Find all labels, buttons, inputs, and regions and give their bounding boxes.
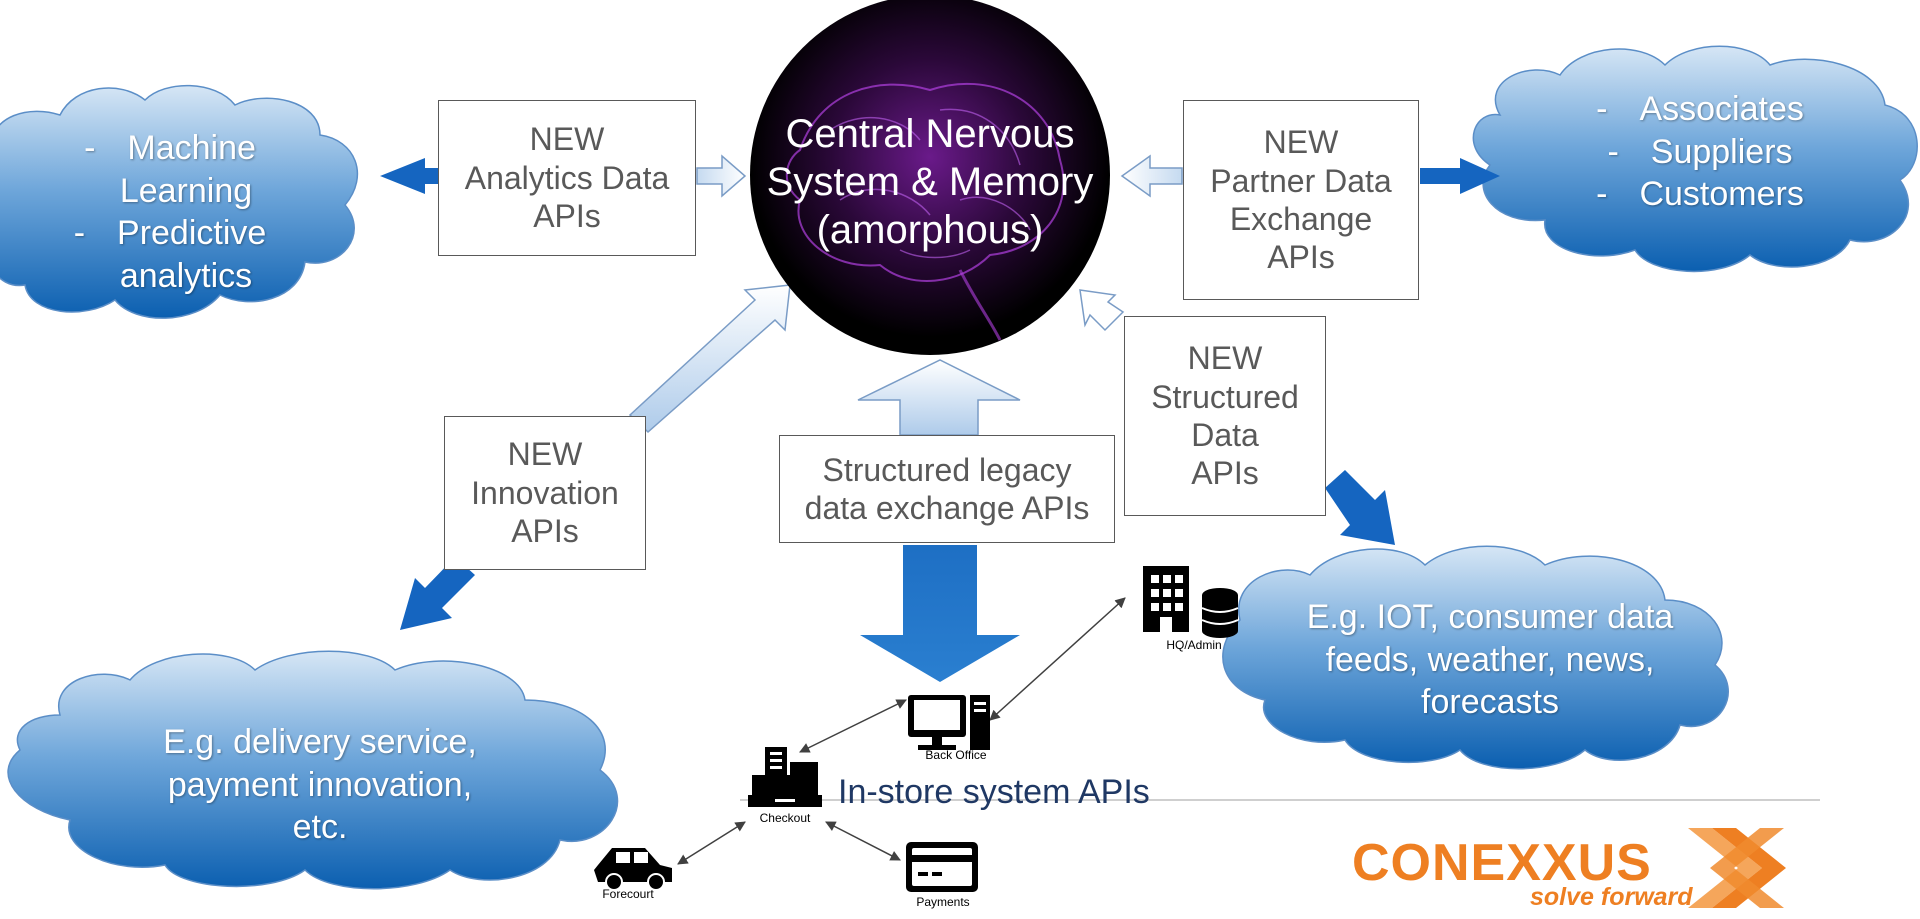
brain-line-1: Central Nervous (785, 112, 1075, 156)
forecourt-label: Forecourt (602, 887, 654, 901)
analytics-line-2: Analytics Data (464, 159, 670, 196)
cash-register-icon (748, 747, 822, 807)
credit-card-icon (906, 842, 978, 892)
partners-text-3: Customers (1639, 175, 1804, 214)
analytics-api-box: NEW Analytics Data APIs (438, 100, 696, 256)
payments-label: Payments (916, 895, 970, 909)
ml-item-1: -Machine (84, 127, 256, 170)
ml-item-2: Learning (88, 170, 252, 213)
structured-line-3: Data (1191, 417, 1259, 453)
cloud-iot-text: E.g. IOT, consumer data feeds, weather, … (1290, 580, 1690, 740)
ml-text-4: analytics (119, 256, 253, 295)
ml-item-4: analytics (88, 255, 252, 298)
partners-text-1: Associates (1639, 90, 1804, 129)
cloud-ml-text: -Machine Learning -Predictive analytics (20, 112, 320, 312)
arrow-innovation-to-brain (628, 284, 791, 434)
cloud-delivery-text: E.g. delivery service, payment innovatio… (110, 705, 530, 865)
innovation-line-2: Innovation (471, 474, 619, 511)
building-database-icon (1143, 566, 1239, 638)
arrow-structured-to-brain (1079, 289, 1125, 332)
analytics-line-1: NEW (529, 121, 605, 158)
ml-dash-3: - (73, 214, 86, 252)
delivery-line-1: E.g. delivery service, (163, 723, 477, 762)
partners-item-2: -Suppliers (1607, 131, 1792, 174)
conexxus-tagline: solve forward (1530, 883, 1693, 911)
innovation-api-box: NEW Innovation APIs (444, 416, 646, 570)
cloud-iot (1222, 545, 1729, 770)
partners-dash-2: - (1607, 132, 1619, 171)
partner-line-2: Partner Data (1210, 162, 1392, 199)
structured-line-1: NEW (1187, 340, 1263, 377)
conexxus-logo-mark (1688, 828, 1786, 908)
brain-circle (750, 0, 1110, 355)
ml-text-2: Learning (119, 171, 253, 210)
analytics-line-3: APIs (533, 198, 601, 235)
partners-item-3: -Customers (1596, 173, 1804, 216)
innovation-line-3: APIs (511, 513, 579, 550)
arrow-analytics-to-brain (696, 154, 747, 198)
arrow-to-delivery (400, 557, 475, 630)
partner-line-1: NEW (1263, 124, 1339, 161)
arrow-to-partners (1420, 158, 1500, 194)
instore-apis-label: In-store system APIs (838, 773, 1150, 811)
innovation-line-1: NEW (507, 436, 583, 473)
legacy-line-1: Structured legacy (822, 451, 1072, 488)
iot-line-1: E.g. IOT, consumer data (1306, 598, 1674, 637)
arrow-to-ml (380, 158, 440, 194)
cloud-ml (0, 84, 359, 319)
partners-item-1: -Associates (1596, 88, 1804, 131)
partner-line-3: Exchange (1229, 201, 1373, 237)
brain-label: Central Nervous System & Memory (amorpho… (740, 110, 1120, 254)
checkout-label: Checkout (759, 811, 811, 825)
ml-text-3: Predictive (117, 214, 267, 252)
partners-dash-1: - (1596, 90, 1608, 129)
desktop-computer-icon (908, 695, 990, 750)
link-checkout-backoffice (799, 699, 907, 753)
legacy-line-2: data exchange APIs (804, 490, 1090, 526)
iot-line-2: feeds, weather, news, (1325, 640, 1655, 679)
ml-dash-1: - (84, 129, 96, 167)
legacy-api-box: Structured legacy data exchange APIs (779, 435, 1115, 543)
arrow-legacy-to-brain (857, 359, 1021, 436)
partner-api-box: NEW Partner Data Exchange APIs (1183, 100, 1419, 300)
link-backoffice-hq (989, 597, 1126, 721)
brain-line-3: (amorphous) (816, 208, 1044, 252)
hq-admin-label: HQ/Admin (1166, 638, 1222, 652)
partner-line-4: APIs (1267, 239, 1335, 276)
ml-item-3: -Predictive (74, 212, 267, 255)
partners-dash-3: - (1596, 175, 1608, 214)
cloud-partners-text: -Associates -Suppliers -Customers (1530, 72, 1870, 232)
conexxus-logo-text: CONEXXUS (1352, 834, 1652, 892)
cloud-delivery (7, 650, 619, 890)
link-checkout-payments (825, 821, 901, 861)
structured-line-2: Structured (1151, 378, 1299, 415)
link-checkout-forecourt (677, 821, 746, 865)
structured-api-box: NEW Structured Data APIs (1124, 316, 1326, 516)
delivery-line-3: etc. (292, 808, 348, 847)
arrow-partner-to-brain (1120, 154, 1183, 198)
arrow-down-instore (860, 545, 1020, 682)
ml-text-1: Machine (127, 129, 256, 167)
iot-line-3: forecasts (1421, 683, 1559, 722)
structured-line-4: APIs (1191, 455, 1259, 492)
car-icon (594, 848, 672, 891)
cloud-partners (1472, 45, 1918, 273)
brain-line-2: System & Memory (766, 160, 1094, 204)
arrow-to-iot (1325, 470, 1395, 545)
delivery-line-2: payment innovation, (167, 765, 473, 804)
partners-text-2: Suppliers (1650, 132, 1793, 171)
back-office-label: Back Office (925, 748, 987, 762)
